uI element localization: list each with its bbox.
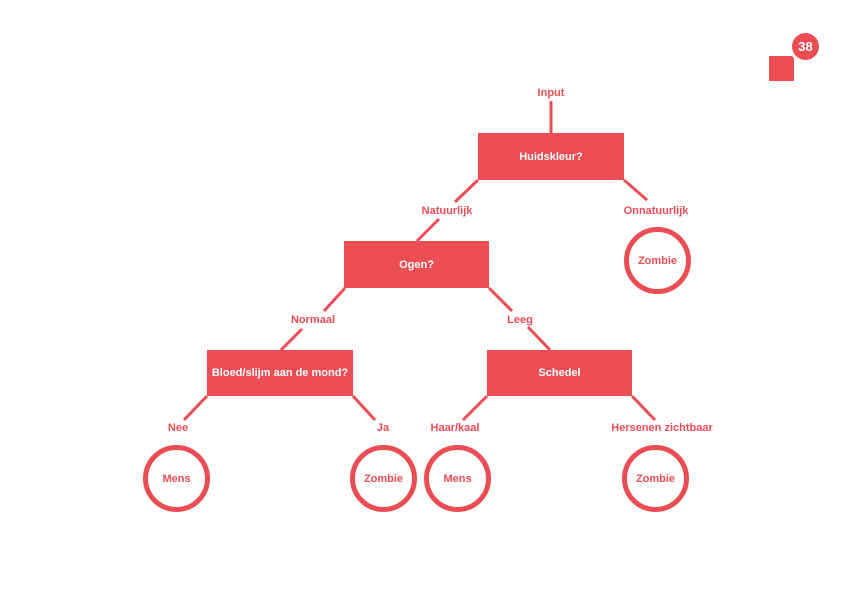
branch-label-empty: Leeg bbox=[507, 314, 533, 326]
edge-empty-skull bbox=[526, 325, 552, 352]
branch-label-yes: Ja bbox=[376, 422, 390, 434]
edge-normal-mouth bbox=[279, 327, 304, 352]
decision-box-mouth: Bloed/slijm aan de mond? bbox=[207, 350, 353, 396]
result-leaf-zombie: Zombie bbox=[350, 445, 417, 512]
decision-box-eyes: Ogen? bbox=[344, 241, 489, 288]
branch-label-natural: Natuurlijk bbox=[421, 205, 473, 217]
edge-skull-hair bbox=[461, 394, 489, 422]
edge-mouth-yes bbox=[351, 394, 377, 422]
edge-root-natural bbox=[453, 178, 480, 204]
result-leaf-human: Mens bbox=[143, 445, 210, 512]
branch-label-brain: Hersenen zichtbaar bbox=[611, 422, 713, 434]
edge-root-unnatural bbox=[623, 178, 648, 202]
result-leaf-human: Mens bbox=[424, 445, 491, 512]
branch-label-normal: Normaal bbox=[290, 314, 336, 326]
decision-text: Schedel bbox=[538, 367, 581, 379]
edge-eyes-empty bbox=[487, 286, 514, 313]
edge-natural-eyes bbox=[415, 217, 441, 243]
branch-label-no: Nee bbox=[167, 422, 189, 434]
result-text: Mens bbox=[443, 472, 472, 485]
page-number-square bbox=[769, 56, 794, 81]
edge-mouth-no bbox=[182, 394, 209, 422]
branch-label-unnatural: Onnatuurlijk bbox=[623, 205, 689, 217]
decision-text: Bloed/slijm aan de mond? bbox=[211, 367, 349, 379]
result-text: Zombie bbox=[637, 254, 678, 267]
result-text: Zombie bbox=[363, 472, 404, 485]
decision-box-skull: Schedel bbox=[487, 350, 632, 396]
result-leaf-zombie: Zombie bbox=[622, 445, 689, 512]
decision-box-skin-color: Huidskleur? bbox=[478, 133, 624, 180]
edge-skull-brain bbox=[630, 394, 657, 422]
result-text: Zombie bbox=[635, 472, 676, 485]
input-label: Input bbox=[537, 87, 565, 99]
result-leaf-zombie: Zombie bbox=[624, 227, 691, 294]
page-number: 38 bbox=[792, 33, 819, 60]
branch-label-hair: Haar/kaal bbox=[430, 422, 480, 434]
result-text: Mens bbox=[162, 472, 191, 485]
decision-text: Huidskleur? bbox=[519, 150, 583, 163]
decision-text: Ogen? bbox=[399, 258, 434, 271]
edge-eyes-normal bbox=[322, 286, 347, 313]
